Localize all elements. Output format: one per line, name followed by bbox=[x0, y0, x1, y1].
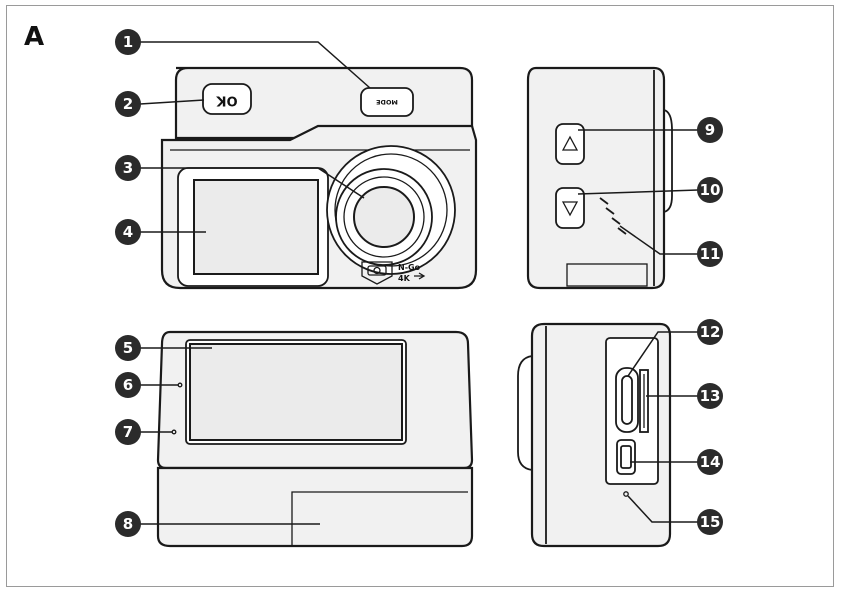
callout-4-label: 4 bbox=[123, 223, 133, 241]
back-screen bbox=[190, 344, 402, 440]
callout-6-label: 6 bbox=[123, 376, 133, 394]
lens-bump-port-side bbox=[518, 356, 532, 470]
ok-button-label: OK bbox=[216, 93, 238, 108]
callout-11-label: 11 bbox=[700, 245, 721, 263]
resolution-text: 4K bbox=[398, 274, 411, 283]
back-lower-body bbox=[158, 468, 472, 546]
callout-10-label: 10 bbox=[700, 181, 721, 199]
usb-c-port bbox=[616, 368, 638, 432]
callout-3: 3 bbox=[115, 155, 141, 181]
callout-9: 9 bbox=[697, 117, 723, 143]
callout-14: 14 bbox=[697, 449, 723, 475]
callout-7: 7 bbox=[115, 419, 141, 445]
callout-7-label: 7 bbox=[123, 423, 133, 441]
callout-8-label: 8 bbox=[123, 515, 133, 533]
side-view-ports bbox=[518, 324, 670, 546]
callout-15: 15 bbox=[697, 509, 723, 535]
side-body bbox=[528, 68, 664, 288]
lens-bump-side bbox=[664, 110, 672, 212]
callout-4: 4 bbox=[115, 219, 141, 245]
back-view bbox=[158, 332, 472, 546]
callout-6: 6 bbox=[115, 372, 141, 398]
callout-5: 5 bbox=[115, 335, 141, 361]
callout-13: 13 bbox=[697, 383, 723, 409]
callout-3-label: 3 bbox=[123, 159, 133, 177]
lens-glass bbox=[354, 187, 414, 247]
callout-12-label: 12 bbox=[700, 323, 721, 341]
callout-2: 2 bbox=[115, 91, 141, 117]
callout-13-label: 13 bbox=[700, 387, 721, 405]
callout-15-label: 15 bbox=[700, 513, 721, 531]
brand-text: N-Go bbox=[398, 263, 421, 272]
callout-9-label: 9 bbox=[705, 121, 715, 139]
callout-8: 8 bbox=[115, 511, 141, 537]
callout-1-label: 1 bbox=[123, 33, 133, 51]
callout-14-label: 14 bbox=[700, 453, 721, 471]
callout-12: 12 bbox=[697, 319, 723, 345]
callout-1: 1 bbox=[115, 29, 141, 55]
front-view: OK MODE N-Go 4K bbox=[162, 68, 476, 288]
callout-5-label: 5 bbox=[123, 339, 133, 357]
mode-button-label: MODE bbox=[376, 98, 398, 106]
side-view-buttons bbox=[528, 68, 672, 288]
callout-11: 11 bbox=[697, 241, 723, 267]
front-screen bbox=[194, 180, 318, 274]
callout-2-label: 2 bbox=[123, 95, 133, 113]
callout-10: 10 bbox=[697, 177, 723, 203]
